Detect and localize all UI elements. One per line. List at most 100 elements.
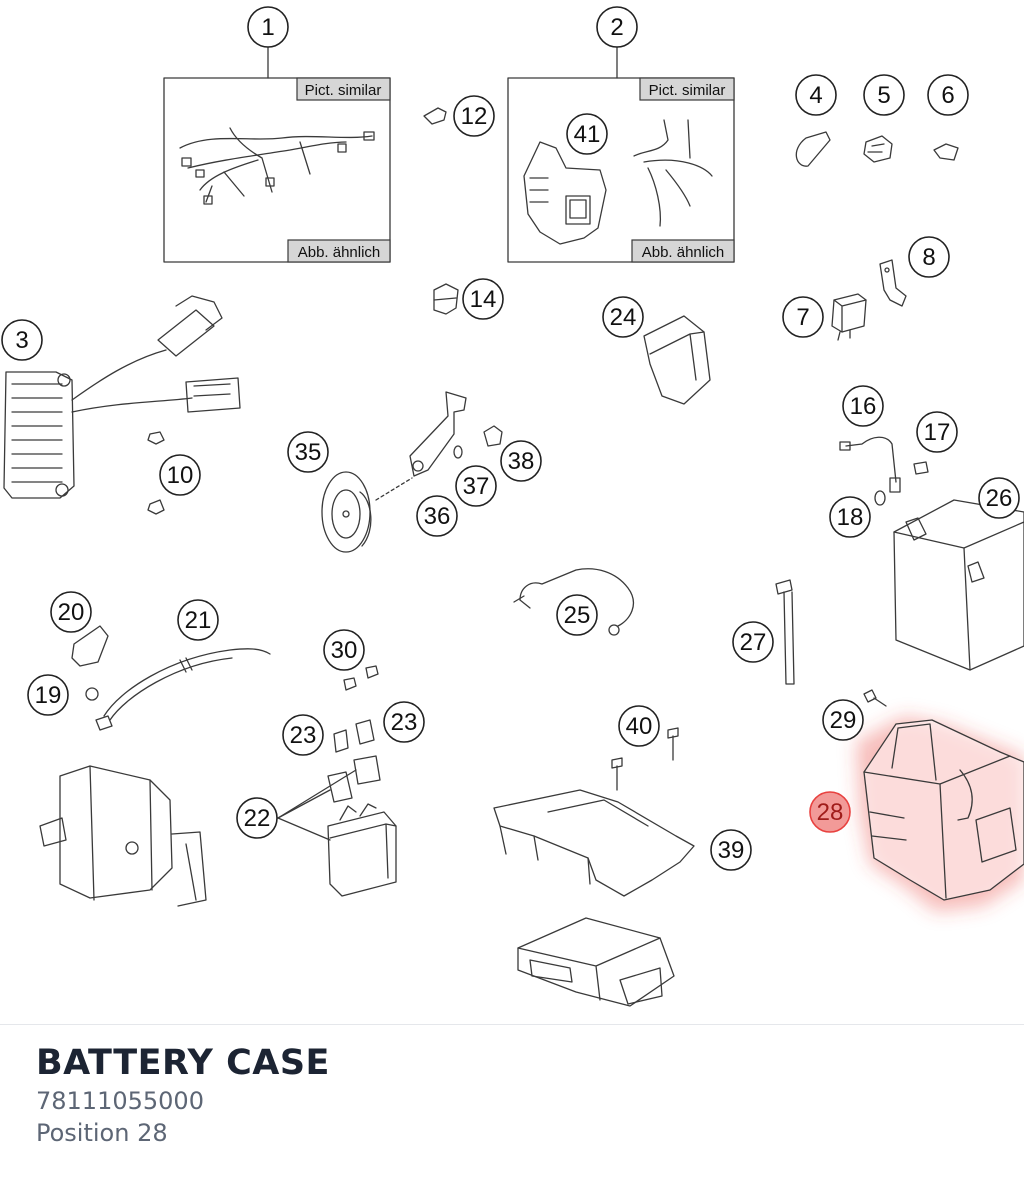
ecu-part[interactable] xyxy=(517,917,675,1007)
callout-circle xyxy=(416,495,458,537)
callout-25[interactable]: 25 xyxy=(556,594,598,636)
callout-circle xyxy=(795,74,837,116)
callout-36[interactable]: 36 xyxy=(416,495,458,537)
callout-circle xyxy=(927,74,969,116)
callout-39[interactable]: 39 xyxy=(710,829,752,871)
callout-3[interactable]: 3 xyxy=(1,319,43,361)
part-name: BATTERY CASE xyxy=(36,1043,330,1083)
callout-28[interactable]: 28 xyxy=(809,791,851,833)
callout-18[interactable]: 18 xyxy=(829,496,871,538)
callout-label: 27 xyxy=(740,629,767,656)
starter-cable-part[interactable] xyxy=(95,648,271,731)
ecu-holder-part[interactable] xyxy=(493,789,695,897)
callout-label: 7 xyxy=(796,304,809,331)
control-unit-part[interactable] xyxy=(643,315,711,405)
callout-label: 37 xyxy=(463,473,490,500)
callout-circle xyxy=(602,296,644,338)
callout-17[interactable]: 17 xyxy=(916,411,958,453)
callout-circle xyxy=(916,411,958,453)
battery-case-part[interactable] xyxy=(856,716,1024,912)
horn-bracket-part[interactable] xyxy=(375,391,467,501)
callout-14[interactable]: 14 xyxy=(462,278,504,320)
starter-motor-part[interactable] xyxy=(39,765,207,907)
callout-label: 4 xyxy=(809,82,822,109)
callout-27[interactable]: 27 xyxy=(732,621,774,663)
callout-circle xyxy=(282,714,324,756)
ground-cable-part[interactable] xyxy=(839,436,901,493)
callout-1[interactable]: 1 xyxy=(247,6,289,48)
callout-26[interactable]: 26 xyxy=(978,477,1020,519)
voltage-regulator-part[interactable] xyxy=(3,295,241,499)
battery-strap-part[interactable] xyxy=(775,579,795,685)
callout-35[interactable]: 35 xyxy=(287,431,329,473)
callout-circle xyxy=(809,791,851,833)
frame-label-group-1: Pict. similar Abb. ähnlich xyxy=(287,77,391,263)
callout-20[interactable]: 20 xyxy=(50,591,92,633)
connector-part[interactable] xyxy=(433,283,459,315)
callout-30[interactable]: 30 xyxy=(323,629,365,671)
nut-part[interactable] xyxy=(85,687,99,701)
battery-cable-part[interactable] xyxy=(513,568,634,636)
callout-16[interactable]: 16 xyxy=(842,385,884,427)
callout-circle xyxy=(455,465,497,507)
callout-5[interactable]: 5 xyxy=(863,74,905,116)
callout-2[interactable]: 2 xyxy=(596,6,638,48)
callout-8[interactable]: 8 xyxy=(908,236,950,278)
callout-12[interactable]: 12 xyxy=(453,95,495,137)
callout-10[interactable]: 10 xyxy=(159,454,201,496)
callout-22[interactable]: 22 xyxy=(236,797,278,839)
case-screw-part[interactable] xyxy=(863,689,887,707)
callout-label: 12 xyxy=(461,103,488,130)
battery-part[interactable] xyxy=(893,499,1024,671)
washer-part[interactable] xyxy=(874,490,886,506)
harness-kit-part[interactable] xyxy=(507,44,735,263)
bolt-part[interactable] xyxy=(147,431,165,515)
frame-label-bottom: Abb. ähnlich xyxy=(298,244,381,261)
callout-label: 22 xyxy=(244,805,271,832)
callout-label: 36 xyxy=(424,503,451,530)
callout-label: 38 xyxy=(508,448,535,475)
callout-40[interactable]: 40 xyxy=(618,705,660,747)
holder-part[interactable] xyxy=(933,143,959,161)
rubber-boot-part[interactable] xyxy=(71,625,109,667)
callout-24[interactable]: 24 xyxy=(602,296,644,338)
callout-label: 23 xyxy=(290,722,317,749)
clip-part[interactable] xyxy=(863,135,893,163)
wiring-harness-part[interactable] xyxy=(163,44,391,263)
callout-label: 2 xyxy=(610,14,623,41)
frame-label-bottom: Abb. ähnlich xyxy=(642,244,725,261)
horn-washer-part[interactable] xyxy=(453,445,463,459)
callout-circle xyxy=(596,6,638,48)
callout-6[interactable]: 6 xyxy=(927,74,969,116)
callout-label: 35 xyxy=(295,439,322,466)
callout-circle xyxy=(1,319,43,361)
screw-part[interactable] xyxy=(913,461,929,475)
callout-19[interactable]: 19 xyxy=(27,674,69,716)
callout-circle xyxy=(710,829,752,871)
callout-37[interactable]: 37 xyxy=(455,465,497,507)
starter-relay-part[interactable] xyxy=(277,755,397,897)
fuse-screw-part[interactable] xyxy=(343,665,379,691)
callout-38[interactable]: 38 xyxy=(500,440,542,482)
callout-circle xyxy=(383,701,425,743)
fuse-part[interactable] xyxy=(423,107,447,125)
callout-circle xyxy=(842,385,884,427)
callout-23[interactable]: 23 xyxy=(383,701,425,743)
callout-41[interactable]: 41 xyxy=(566,113,608,155)
relay-part[interactable] xyxy=(831,293,867,341)
holder-screw-part[interactable] xyxy=(611,727,679,791)
horn-nut-part[interactable] xyxy=(483,425,503,447)
callout-23[interactable]: 23 xyxy=(282,714,324,756)
cable-tie-part[interactable] xyxy=(795,131,831,167)
main-fuse-part[interactable] xyxy=(333,719,375,753)
callout-4[interactable]: 4 xyxy=(795,74,837,116)
bracket-part[interactable] xyxy=(879,259,907,307)
callout-29[interactable]: 29 xyxy=(822,699,864,741)
callout-circle xyxy=(50,591,92,633)
callout-21[interactable]: 21 xyxy=(177,599,219,641)
horn-part[interactable] xyxy=(321,471,372,553)
callout-label: 23 xyxy=(391,709,418,736)
callout-circle xyxy=(732,621,774,663)
callout-7[interactable]: 7 xyxy=(782,296,824,338)
callout-circle xyxy=(177,599,219,641)
